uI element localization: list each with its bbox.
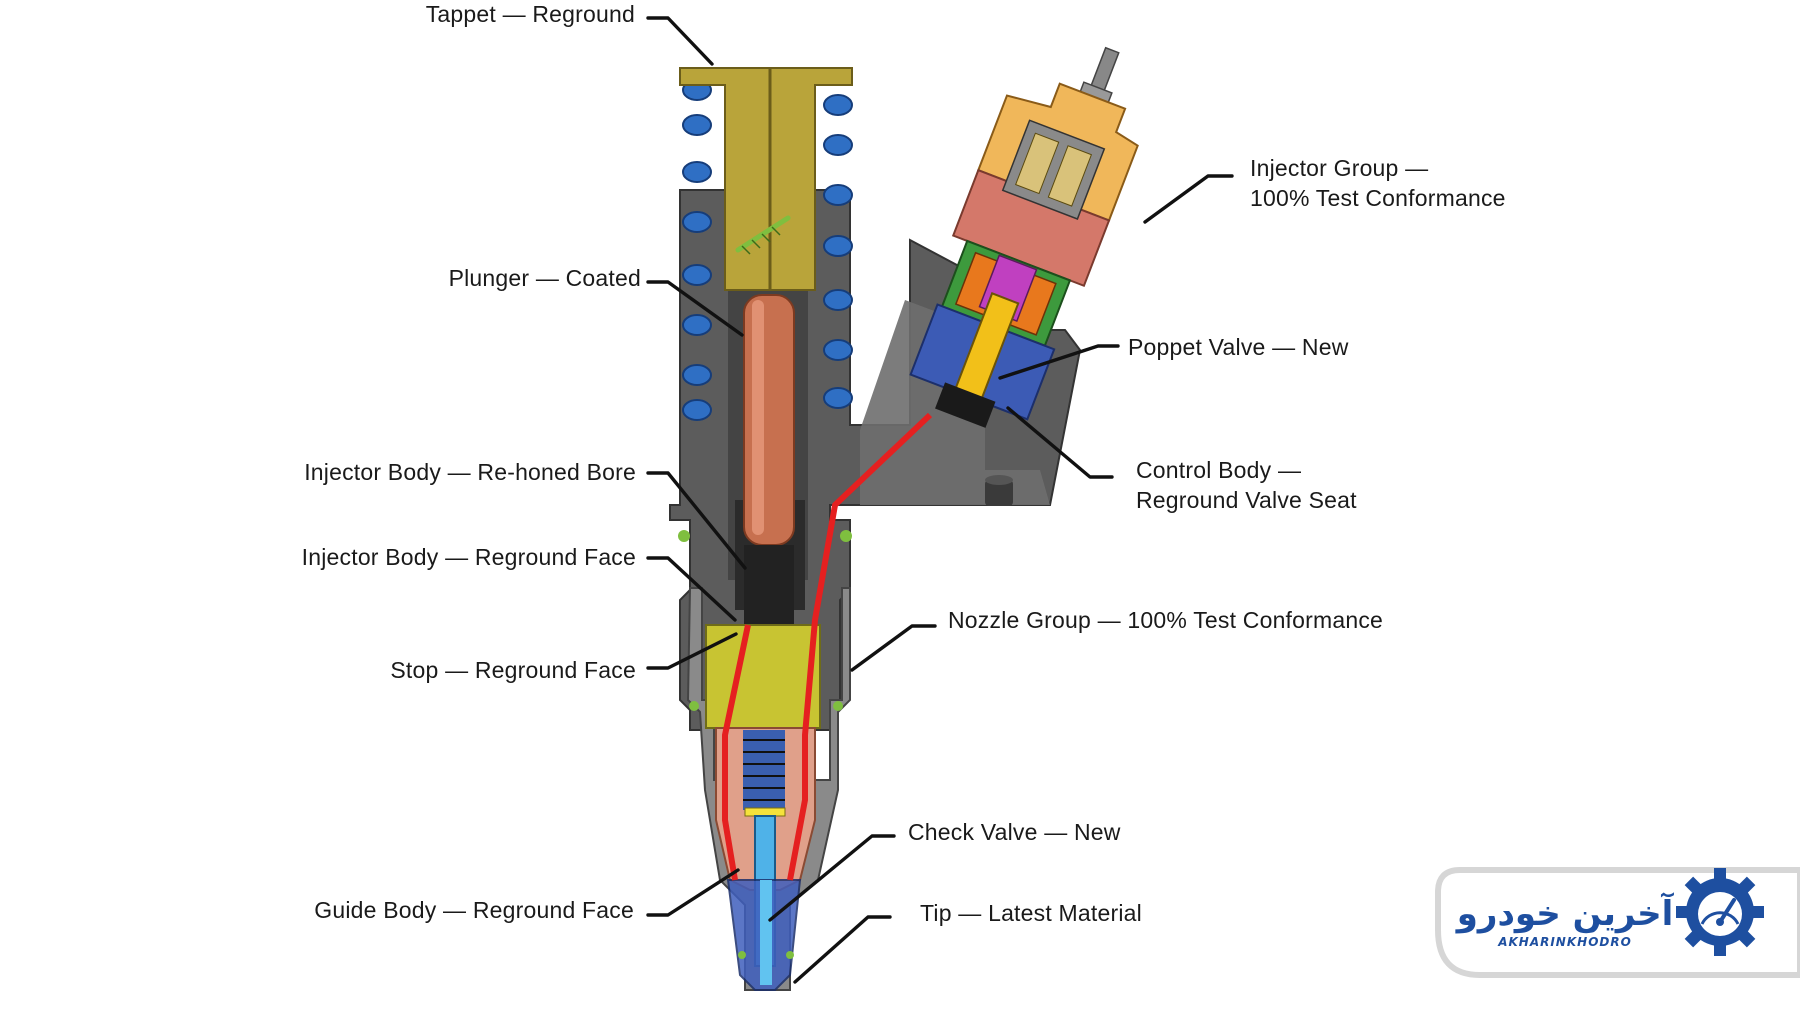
- logo-name-fa: آخرین خودرو: [1455, 892, 1675, 934]
- label-body-bore: Injector Body — Re-honed Bore: [304, 459, 636, 485]
- leader-lines: [646, 16, 1234, 984]
- label-body-face: Injector Body — Reground Face: [302, 544, 636, 570]
- label-stop: Stop — Reground Face: [390, 657, 636, 683]
- leader-nozzle: [850, 624, 937, 672]
- leader-tappet: [646, 16, 714, 66]
- label-control-line1: Control Body —: [1136, 457, 1301, 483]
- leader-stop: [646, 632, 738, 670]
- leader-body-face: [646, 556, 737, 622]
- tappet: [679, 67, 853, 291]
- label-plunger: Plunger — Coated: [449, 265, 641, 291]
- leader-control: [1006, 406, 1114, 479]
- label-injector-group-line1: Injector Group —: [1250, 155, 1428, 181]
- labels: Tappet — Reground Plunger — Coated Injec…: [302, 1, 1506, 926]
- leader-poppet: [998, 344, 1120, 380]
- leader-check: [768, 834, 896, 922]
- control-valve-group: [909, 46, 1139, 428]
- fuel-passage: [722, 412, 933, 881]
- leader-tip: [793, 915, 892, 984]
- label-nozzle: Nozzle Group — 100% Test Conformance: [948, 607, 1383, 633]
- label-control-line2: Reground Valve Seat: [1136, 487, 1357, 513]
- leader-guide: [646, 868, 740, 917]
- logo-name-en: AKHARINKHODRO: [1497, 935, 1632, 949]
- label-check: Check Valve — New: [908, 819, 1121, 845]
- label-injector-group-line2: 100% Test Conformance: [1250, 185, 1506, 211]
- leader-plunger: [646, 280, 744, 337]
- label-guide: Guide Body — Reground Face: [314, 897, 634, 923]
- leader-body-bore: [646, 471, 747, 570]
- leader-injector-group: [1143, 174, 1234, 224]
- label-poppet: Poppet Valve — New: [1128, 334, 1349, 360]
- gear-speedometer-icon: [1676, 868, 1764, 956]
- akharinkhodro-logo: آخرین خودرو AKHARINKHODRO: [1435, 867, 1800, 978]
- label-tappet: Tappet — Reground: [426, 1, 635, 27]
- plunger: [743, 294, 795, 625]
- label-tip: Tip — Latest Material: [920, 900, 1142, 926]
